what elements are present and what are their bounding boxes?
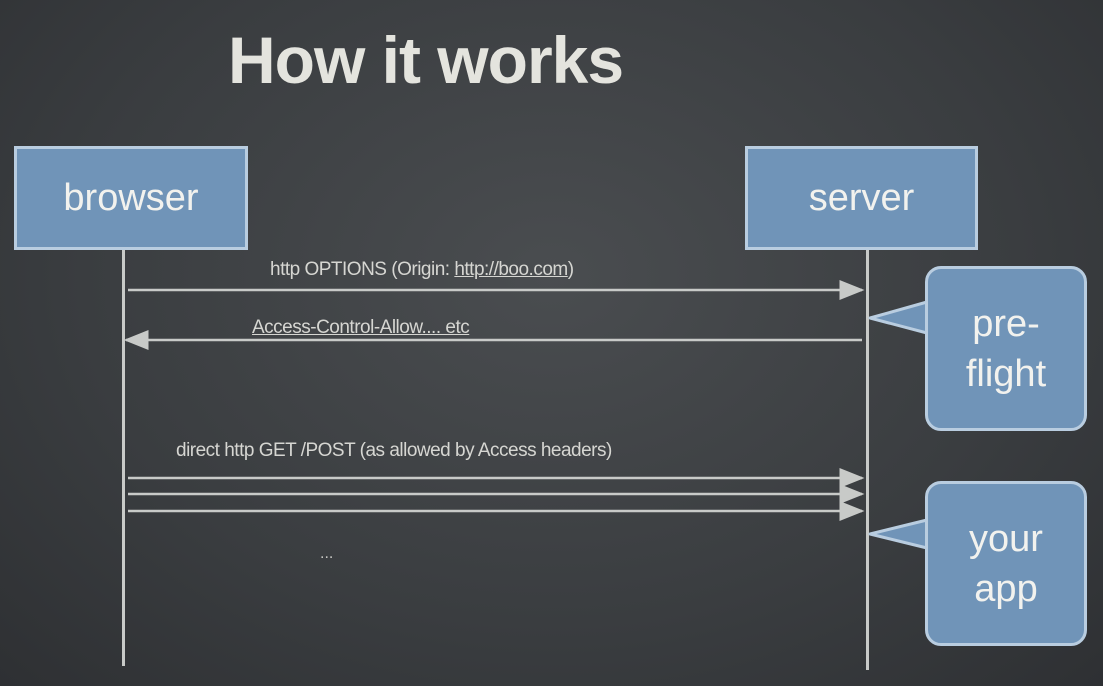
your-app-label: your app (969, 517, 1043, 610)
your-app-bubble: your app (925, 481, 1087, 646)
server-label: server (808, 176, 915, 219)
server-lifeline (866, 250, 869, 670)
browser-label: browser (63, 176, 199, 219)
server-actor-box: server (745, 146, 978, 250)
options-message-label: http OPTIONS (Origin: http://boo.com) (270, 259, 574, 280)
more-requests-ellipsis: ... (320, 545, 334, 562)
preflight-bubble: pre-flight (925, 266, 1087, 431)
browser-actor-box: browser (14, 146, 248, 250)
origin-url: http://boo.com (454, 259, 568, 280)
allow-message-label: Access-Control-Allow.... etc (252, 317, 470, 338)
direct-request-label: direct http GET /POST (as allowed by Acc… (176, 440, 612, 461)
browser-lifeline (122, 250, 125, 666)
slide-title: How it works (228, 23, 624, 97)
app-bubble-tail (868, 518, 929, 550)
preflight-label: pre-flight (965, 302, 1047, 395)
preflight-bubble-tail (868, 300, 929, 335)
